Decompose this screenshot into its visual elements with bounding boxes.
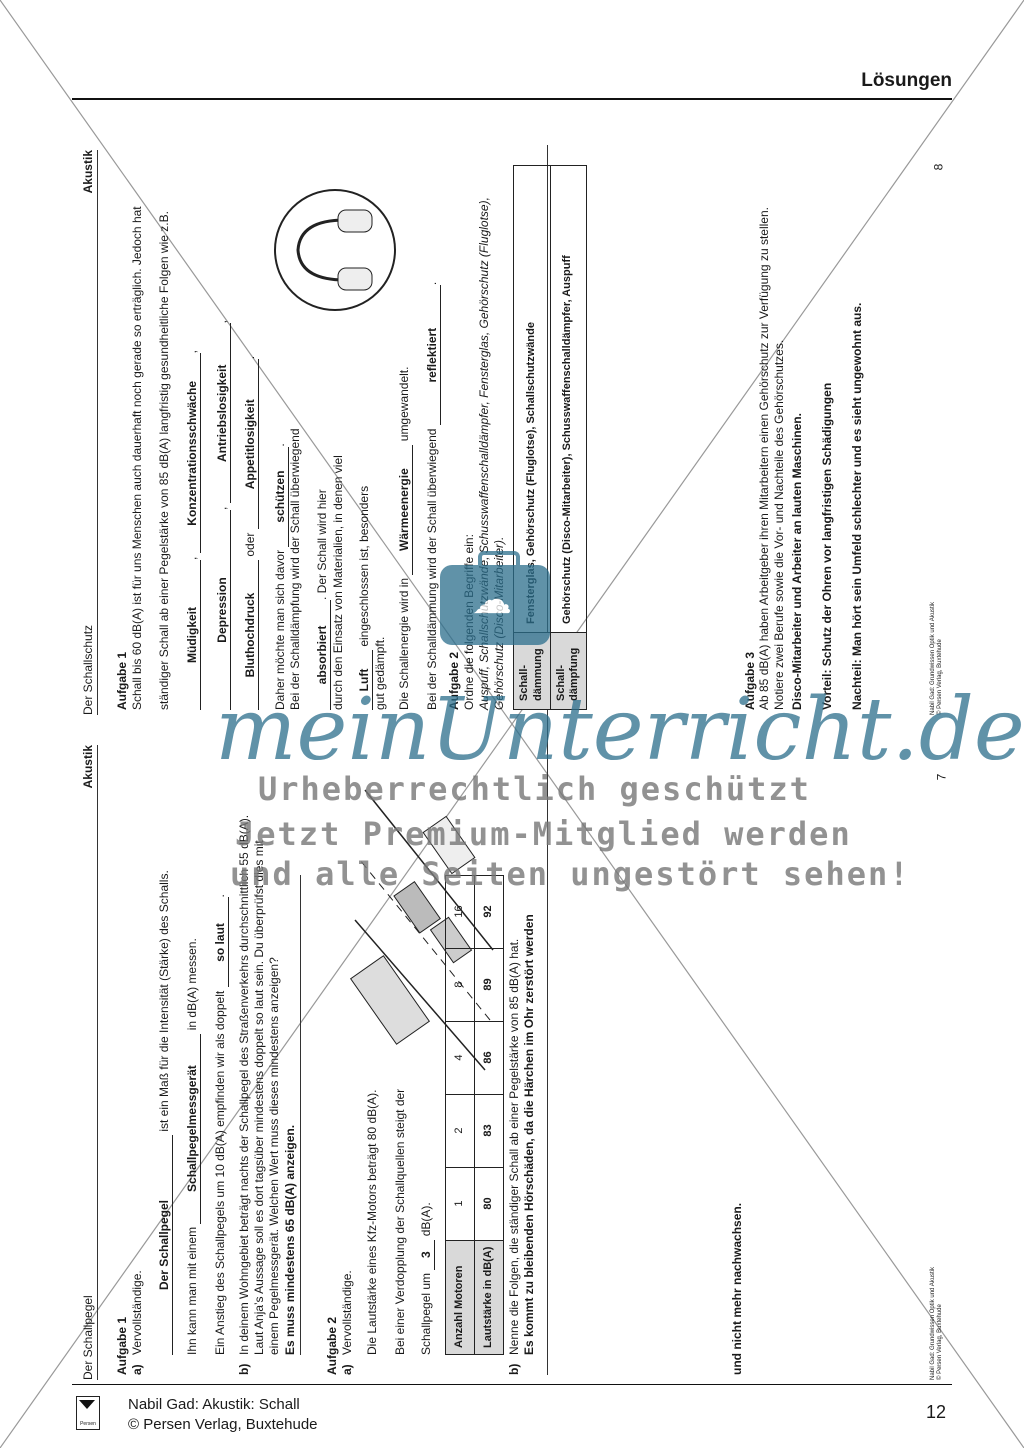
right-a1-s5: Luft eingeschlossen ist, besonders: [357, 486, 373, 710]
left-a2-heading: Aufgabe 2: [325, 1316, 339, 1375]
table-head-motors: Anzahl Motoren: [445, 1240, 475, 1355]
left-a2-b-label: b): [507, 1363, 521, 1375]
left-a1-heading: Aufgabe 1: [115, 1316, 129, 1375]
left-a2-line2: Bei einer Verdopplung der Schallquellen …: [393, 1088, 407, 1355]
left-a1-b-line2: Laut Anja’s Aussage soll es dort tagsübe…: [252, 840, 266, 1355]
left-a2-b-answer1: Es kommt zu bleibenden Hörschäden, da di…: [522, 914, 536, 1355]
watermark-line-3: und alle Seiten ungestört sehen!: [230, 855, 911, 893]
left-a1-s3: Ein Anstieg des Schallpegels um 10 dB(A)…: [213, 894, 229, 1355]
table-cell: 1: [445, 1167, 475, 1241]
right-a1-s2: Bei der Schalldämpfung wird der Schall ü…: [288, 428, 302, 711]
left-a1-a-text: Vervollständige.: [130, 1270, 144, 1355]
table-cell: 80: [474, 1167, 504, 1241]
right-a3-answer2: Vorteil: Schutz der Ohren vor langfristi…: [820, 382, 834, 710]
table-head-db: Lautstärke in dB(A): [474, 1240, 504, 1355]
row-value-daempfung: Gehörschutz (Disco-Mitarbeiter), Schussw…: [550, 165, 587, 633]
motors-db-table: Anzahl Motoren 1 2 4 8 16 Lautstärke in …: [445, 875, 504, 1355]
right-a3-answer1: Disco-Mitarbeiter und Arbeiter an lauten…: [790, 413, 804, 710]
left-a1-a-label: a): [130, 1364, 144, 1375]
left-a2-b-answer2: und nicht mehr nachwachsen.: [730, 1202, 744, 1375]
right-worksheet: Der Schallschutz Akustik Aufgabe 1 Schal…: [75, 150, 945, 715]
left-sheet-title: Der Schallpegel: [81, 1295, 95, 1380]
page-number: 12: [925, 1402, 946, 1422]
right-a3-answer3: Nachteil: Man hört sein Umfeld schlechte…: [850, 302, 864, 710]
right-a3-line1: Ab 85 dB(A) haben Arbeitgeber ihren Mita…: [757, 207, 771, 710]
left-a1-s1: Der Schallpegel ist ein Maß für die Inte…: [157, 870, 173, 1355]
traffic-illustration: [349, 789, 494, 1071]
left-a2-line3: Schallpegel um 3 dB(A).: [419, 1202, 435, 1355]
left-worksheet: Der Schallpegel Akustik Aufgabe 1 a) Ver…: [75, 745, 545, 1380]
table-cell: 89: [474, 948, 504, 1022]
left-a1-b-line3: einem Pegelmessgerät. Welchen Wert muss …: [267, 957, 281, 1355]
right-a1-line1: Schall bis 60 dB(A) ist für uns Menschen…: [130, 206, 144, 710]
left-sheet-subject: Akustik: [81, 745, 95, 789]
table-cell: 83: [474, 1094, 504, 1168]
right-a3-block: Aufgabe 3 Ab 85 dB(A) haben Arbeitgeber …: [735, 150, 875, 715]
table-cell: 4: [445, 1021, 475, 1095]
ear-protector-illustration: [274, 189, 396, 311]
right-sheet-subject: Akustik: [81, 150, 95, 194]
left-a2-b-question: Nenne die Folgen, die ständiger Schall a…: [507, 938, 521, 1355]
right-a1-folgen-1: Müdigkeit, Konzentrationsschwäche,: [185, 350, 201, 710]
right-a1-heading: Aufgabe 1: [115, 651, 129, 710]
table-cell: 2: [445, 1094, 475, 1168]
watermark-line-1: Urheberrechtlich geschützt: [258, 770, 811, 808]
right-a1-line2: ständiger Schall ab einer Pegelstärke vo…: [157, 211, 171, 710]
left-a2-a-text: Vervollständige.: [340, 1270, 354, 1355]
watermark-brand: meinUnterricht.de: [215, 680, 1024, 780]
right-a1-s4: durch den Einsatz von Materialien, in de…: [331, 455, 345, 710]
right-a1-s7: Die Schallenergie wird in Wärmeenergie u…: [397, 366, 413, 710]
footer-line-2: © Persen Verlag, Buxtehude: [128, 1416, 318, 1433]
left-a1-b-line1: In deinem Wohngebiet beträgt nachts der …: [237, 814, 251, 1355]
left-a1-b-answer: Es muss mindestens 65 dB(A) anzeigen.: [283, 1124, 297, 1355]
publisher-logo: Persen: [76, 1396, 100, 1430]
footer-rule: [72, 1384, 952, 1385]
right-a1-s1: Daher möchte man sich davor schützen.: [273, 443, 289, 710]
briefcase-cloud-icon: [440, 551, 550, 645]
right-a1-folgen-3: Bluthochdruck oder Appetitlosigkeit.: [243, 356, 259, 710]
footer-line-1: Nabil Gad: Akustik: Schall: [128, 1396, 300, 1413]
left-a1-s2: Ihn kann man mit einem Schallpegelmessge…: [185, 938, 201, 1355]
right-sheet-page: 8: [931, 163, 946, 171]
left-a2-line1: Die Lautstärke eines Kfz-Motors beträgt …: [365, 1089, 379, 1355]
watermark-line-2: Jetzt Premium-Mitglied werden: [235, 815, 852, 853]
page-header-title: Lösungen: [861, 70, 952, 91]
table-cell: 86: [474, 1021, 504, 1095]
right-sheet-title: Der Schallschutz: [81, 624, 95, 715]
right-a1-s8: Bei der Schalldämmung wird der Schall üb…: [425, 281, 441, 710]
left-sheet-credit: Nabil Gad: Grundwissen Optik und Akustik…: [930, 1266, 943, 1380]
left-a2-a-label: a): [340, 1364, 354, 1375]
left-a1-b-label: b): [237, 1363, 251, 1375]
right-a3-line2: Notiere zwei Berufe sowie die Vor- und N…: [772, 339, 786, 710]
table-cell: 8: [445, 948, 475, 1022]
right-a1-folgen-2: Depression, Antriebslosigkeit,: [215, 320, 231, 710]
header-rule: [72, 98, 952, 100]
right-a1-s3: absorbiert. Der Schall wird hier: [315, 489, 331, 710]
sheet-divider: [547, 145, 548, 1375]
